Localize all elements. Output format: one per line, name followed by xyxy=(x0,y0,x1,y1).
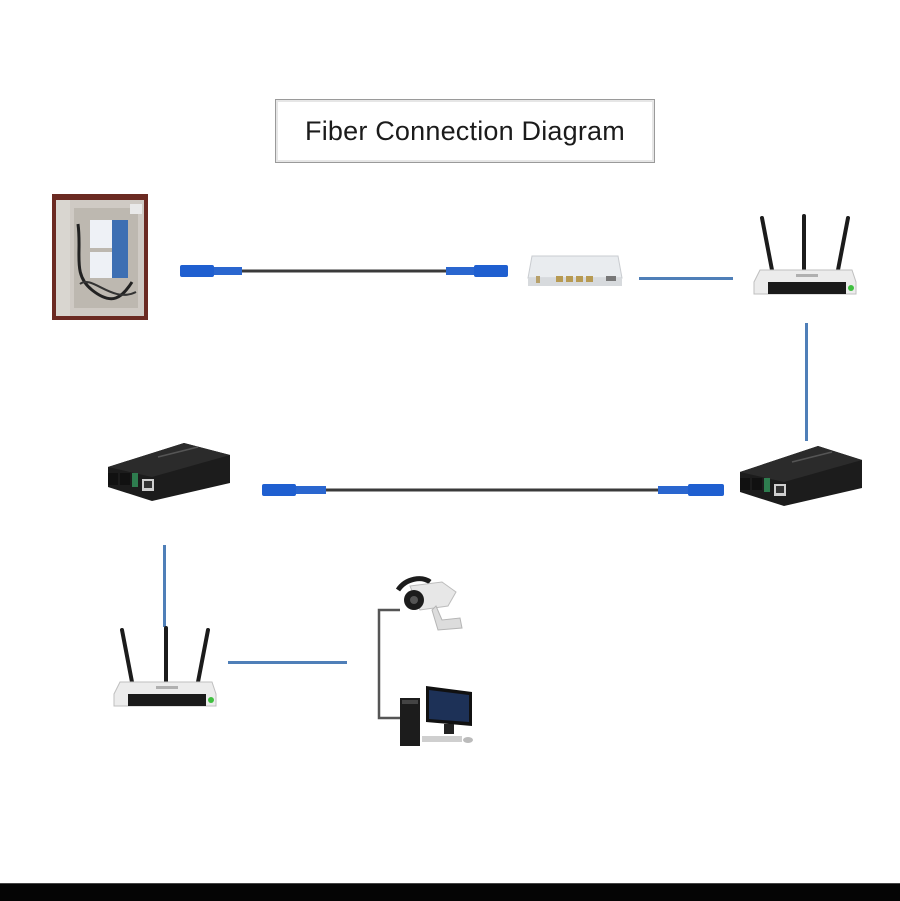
ethernet-link-onu-router xyxy=(639,277,733,280)
media-converter-icon xyxy=(108,443,230,501)
diagram-title-box: Fiber Connection Diagram xyxy=(275,99,655,163)
diagram-title: Fiber Connection Diagram xyxy=(305,115,625,146)
fiber-connector-right xyxy=(446,265,508,277)
wifi-router-icon xyxy=(753,214,857,295)
ethernet-link-router-converter xyxy=(805,323,808,441)
ethernet-link-converter-router xyxy=(163,545,166,627)
fiber-connector-left xyxy=(180,265,242,277)
cctv-camera-icon xyxy=(395,576,463,631)
fiber-connector-right xyxy=(658,484,724,496)
media-converter-icon xyxy=(740,446,862,506)
endpoint-bracket xyxy=(377,608,400,720)
fiber-cable-icon xyxy=(180,265,508,277)
desktop-computer-icon xyxy=(400,686,473,746)
fiber-distribution-box-icon xyxy=(52,194,148,320)
fiber-connector-left xyxy=(262,484,326,496)
bottom-bar xyxy=(0,883,900,901)
onu-modem-icon xyxy=(527,255,623,286)
fiber-cable-icon xyxy=(262,484,724,496)
wifi-router-icon xyxy=(113,626,217,707)
ethernet-link-router-endpoints xyxy=(228,661,347,664)
